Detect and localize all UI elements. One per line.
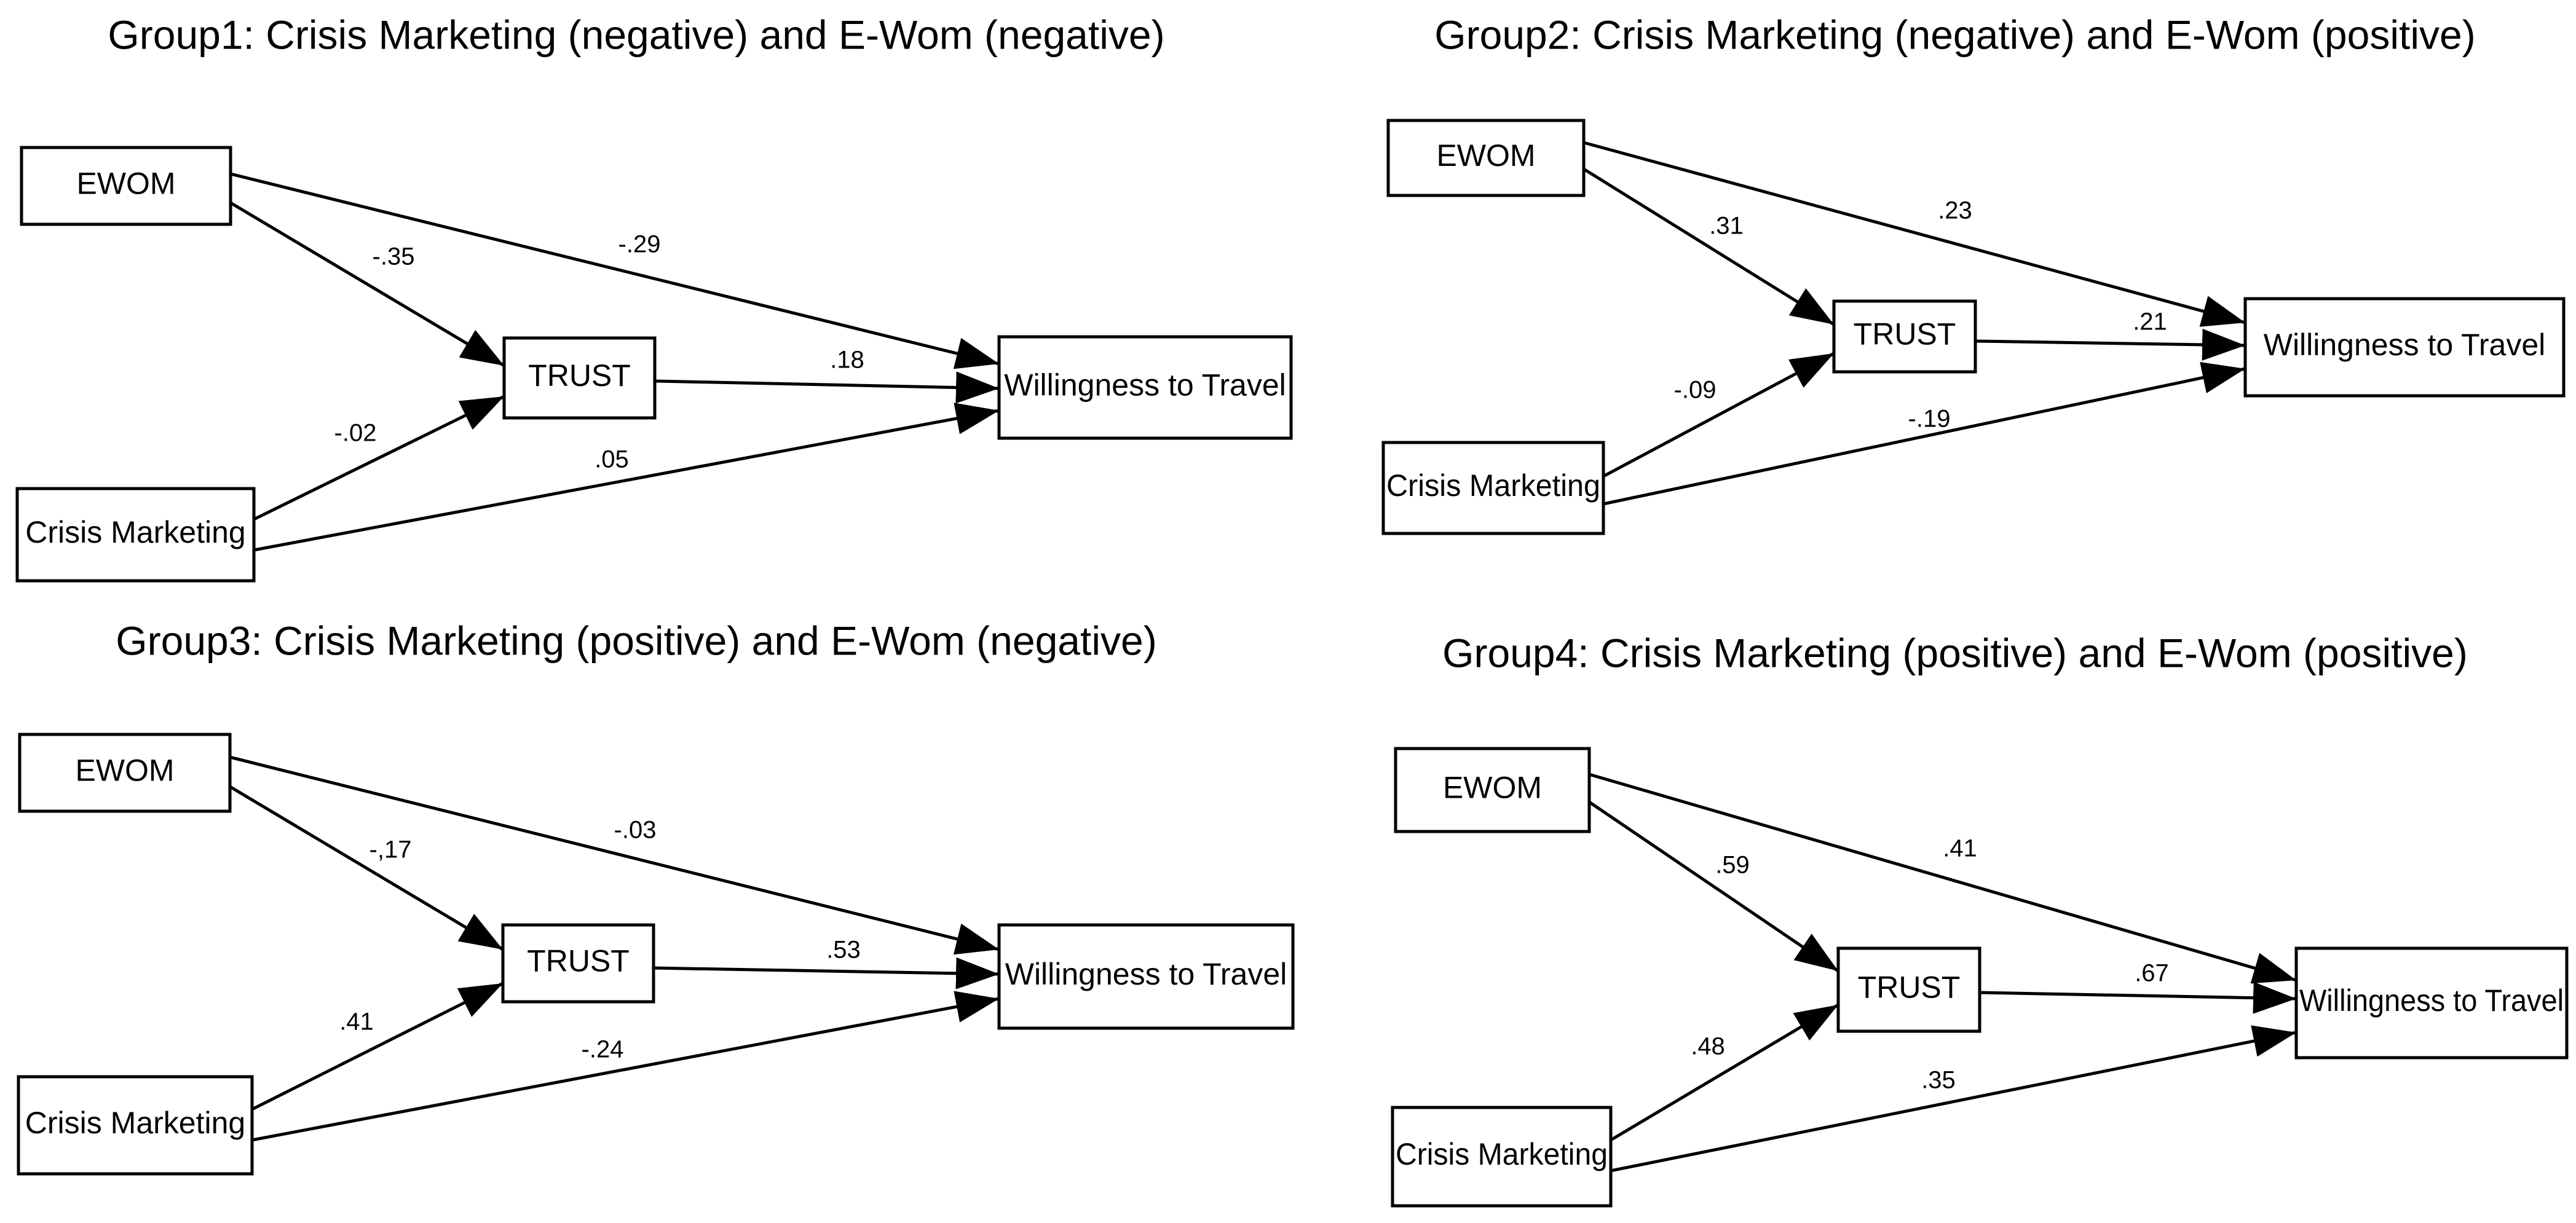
- path-arrow-ewom-to-travel: [229, 755, 1000, 955]
- path-arrow-ewom-to-travel: [1589, 773, 2297, 984]
- node-trust: TRUST: [1832, 299, 1977, 374]
- path-arrow-trust-to-travel: [653, 957, 1000, 989]
- node-trust: TRUST: [1836, 946, 1981, 1033]
- node-crisis: Crisis Marketing: [1391, 1106, 1613, 1208]
- node-label-trust: TRUST: [1858, 970, 1961, 1005]
- node-label-travel: Willingness to Travel: [2264, 328, 2546, 362]
- coefficient-label-ewom-to-trust: .59: [1715, 852, 1750, 879]
- node-travel: Willingness to Travel: [997, 923, 1295, 1030]
- coefficient-label-crisis-to-travel: .05: [595, 446, 629, 473]
- node-box-ewom: [18, 733, 232, 813]
- coefficient-label-trust-to-travel: .67: [2135, 960, 2169, 987]
- node-label-crisis: Crisis Marketing: [1396, 1137, 1608, 1171]
- panels-layer: Group1: Crisis Marketing (negative) and …: [15, 12, 2569, 1208]
- node-crisis: Crisis Marketing: [17, 1075, 254, 1176]
- panel-title-group-4: Group4: Crisis Marketing (positive) and …: [1442, 630, 2468, 675]
- node-label-travel: Willingness to Travel: [1005, 957, 1287, 991]
- node-box-trust: [1836, 946, 1981, 1033]
- node-label-ewom: EWOM: [1436, 138, 1535, 173]
- node-label-ewom: EWOM: [1443, 771, 1542, 805]
- coefficient-label-ewom-to-travel: .41: [1943, 835, 1977, 862]
- node-crisis: Crisis Marketing: [15, 487, 256, 583]
- coefficient-label-ewom-to-trust: .31: [1709, 213, 1744, 240]
- node-box-travel: [2294, 946, 2569, 1060]
- coefficient-label-crisis-to-travel: -.24: [582, 1036, 624, 1063]
- node-label-travel: Willingness to Travel: [1004, 368, 1286, 403]
- node-box-trust: [501, 923, 655, 1004]
- path-arrow-ewom-to-trust: [1588, 800, 1839, 973]
- node-box-crisis: [17, 1075, 254, 1176]
- coefficient-label-crisis-to-trust: -.02: [334, 420, 377, 447]
- node-label-crisis: Crisis Marketing: [1386, 468, 1600, 503]
- panel-group-3: Group3: Crisis Marketing (positive) and …: [17, 618, 1295, 1176]
- coefficient-label-crisis-to-travel: -.19: [1908, 406, 1951, 433]
- node-box-crisis: [1381, 441, 1605, 535]
- panel-title-group-3: Group3: Crisis Marketing (positive) and …: [116, 618, 1156, 663]
- node-box-travel: [997, 923, 1295, 1030]
- path-arrow-ewom-to-trust: [229, 201, 505, 368]
- node-travel: Willingness to Travel: [2243, 297, 2566, 398]
- node-ewom: EWOM: [18, 733, 232, 813]
- node-label-trust: TRUST: [527, 944, 630, 978]
- path-arrow-trust-to-travel: [654, 371, 1000, 404]
- node-box-travel: [997, 335, 1293, 440]
- coefficient-label-crisis-to-trust: .48: [1691, 1033, 1725, 1060]
- path-arrow-crisis-to-trust: [253, 395, 505, 521]
- path-arrow-ewom-to-trust: [229, 785, 504, 951]
- coefficient-label-trust-to-travel: .18: [830, 347, 864, 374]
- node-label-crisis: Crisis Marketing: [25, 1106, 245, 1140]
- node-box-ewom: [20, 146, 232, 226]
- path-arrow-crisis-to-trust: [1602, 352, 1835, 478]
- coefficient-label-ewom-to-travel: .23: [1938, 197, 1972, 224]
- path-arrow-ewom-to-trust: [1582, 167, 1835, 326]
- path-arrow-trust-to-travel: [1979, 981, 2297, 1014]
- panel-title-group-1: Group1: Crisis Marketing (negative) and …: [108, 12, 1164, 57]
- node-label-trust: TRUST: [528, 358, 631, 393]
- coefficient-label-crisis-to-trust: .41: [339, 1009, 374, 1036]
- node-box-trust: [502, 336, 657, 420]
- node-trust: TRUST: [502, 336, 657, 420]
- panel-group-2: Group2: Crisis Marketing (negative) and …: [1381, 12, 2566, 535]
- node-ewom: EWOM: [1394, 747, 1591, 833]
- node-box-ewom: [1386, 119, 1586, 197]
- path-arrow-crisis-to-travel: [253, 403, 1000, 552]
- path-arrow-ewom-to-travel: [1583, 141, 2246, 327]
- panel-title-group-2: Group2: Crisis Marketing (negative) and …: [1434, 12, 2475, 57]
- node-ewom: EWOM: [20, 146, 232, 226]
- panel-group-1: Group1: Crisis Marketing (negative) and …: [15, 12, 1293, 583]
- node-travel: Willingness to Travel: [997, 335, 1293, 440]
- coefficient-label-crisis-to-trust: -.09: [1674, 377, 1717, 404]
- coefficient-label-ewom-to-travel: -.29: [618, 231, 661, 258]
- node-label-crisis: Crisis Marketing: [25, 515, 245, 549]
- path-arrow-crisis-to-travel: [1610, 1025, 2297, 1173]
- node-ewom: EWOM: [1386, 119, 1586, 197]
- node-box-ewom: [1394, 747, 1591, 833]
- node-label-trust: TRUST: [1854, 317, 1956, 352]
- node-trust: TRUST: [501, 923, 655, 1004]
- node-label-travel: Willingness to Travel: [2299, 983, 2564, 1018]
- path-arrow-ewom-to-travel: [230, 172, 1000, 369]
- node-box-crisis: [1391, 1106, 1613, 1208]
- node-box-trust: [1832, 299, 1977, 374]
- coefficient-label-ewom-to-trust: -,17: [369, 836, 412, 863]
- node-box-travel: [2243, 297, 2566, 398]
- coefficient-label-trust-to-travel: .53: [826, 937, 861, 964]
- coefficient-label-trust-to-travel: .21: [2133, 309, 2167, 336]
- path-arrow-crisis-to-trust: [251, 981, 504, 1111]
- panel-group-4: Group4: Crisis Marketing (positive) and …: [1391, 630, 2569, 1208]
- node-label-ewom: EWOM: [75, 753, 174, 788]
- path-arrow-crisis-to-travel: [251, 991, 1000, 1142]
- coefficient-label-crisis-to-travel: .35: [1921, 1067, 1956, 1094]
- path-arrow-crisis-to-trust: [1610, 1003, 1839, 1142]
- coefficient-label-ewom-to-trust: -.35: [373, 243, 415, 270]
- node-crisis: Crisis Marketing: [1381, 441, 1605, 535]
- node-travel: Willingness to Travel: [2294, 946, 2569, 1060]
- path-arrow-crisis-to-travel: [1603, 361, 2246, 506]
- coefficient-label-ewom-to-travel: -.03: [614, 817, 657, 844]
- node-box-crisis: [15, 487, 256, 583]
- node-label-ewom: EWOM: [76, 167, 175, 201]
- path-arrow-trust-to-travel: [1975, 328, 2246, 361]
